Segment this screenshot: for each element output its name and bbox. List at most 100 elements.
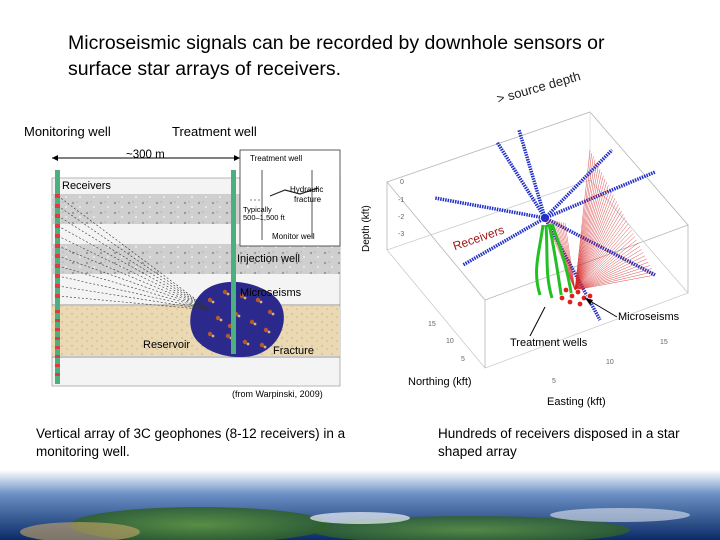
receiver-marker bbox=[55, 224, 60, 228]
microseism-point bbox=[586, 292, 594, 300]
microseism-points bbox=[558, 286, 594, 308]
ray-line bbox=[574, 178, 606, 291]
ray-path bbox=[57, 235, 211, 311]
microseism-point bbox=[558, 294, 566, 302]
microseism-event bbox=[207, 331, 213, 337]
microseism-event bbox=[226, 292, 230, 296]
ray-paths bbox=[57, 195, 211, 311]
microseism-event bbox=[242, 339, 248, 345]
ray-line bbox=[574, 204, 619, 291]
microseism-event bbox=[263, 327, 269, 333]
ray-line bbox=[574, 255, 646, 291]
ray-path bbox=[57, 225, 211, 311]
inset-hydraulic: Hydraulic bbox=[290, 185, 324, 194]
depth-axis-label: Depth (kft) bbox=[361, 205, 372, 252]
ray-line bbox=[574, 258, 647, 291]
ray-line bbox=[574, 217, 626, 291]
microseism-event bbox=[225, 333, 231, 339]
star-array bbox=[434, 129, 656, 321]
receiver-marker bbox=[55, 194, 60, 198]
receiver-marker bbox=[55, 373, 60, 376]
microseism-event bbox=[267, 330, 271, 334]
receiver-marker bbox=[55, 284, 60, 288]
star-arm bbox=[517, 129, 547, 219]
ray-line bbox=[574, 210, 622, 291]
microseism-event bbox=[271, 312, 275, 316]
ray-line bbox=[574, 236, 636, 291]
easting-tick: 5 bbox=[552, 378, 556, 385]
receiver-marker bbox=[55, 244, 60, 248]
ray-path bbox=[57, 215, 211, 311]
microseism-event bbox=[211, 334, 215, 338]
ray-line bbox=[561, 222, 576, 291]
ray-line bbox=[574, 213, 624, 291]
ray-path bbox=[57, 205, 211, 311]
ray-line bbox=[553, 220, 576, 291]
ray-path bbox=[57, 255, 211, 311]
star-arm bbox=[462, 216, 546, 267]
ray-line bbox=[559, 221, 576, 291]
receiver-marker bbox=[55, 254, 60, 258]
ray-line bbox=[555, 220, 576, 291]
ray-line bbox=[574, 172, 602, 291]
ray-line bbox=[574, 201, 617, 291]
receiver-marker bbox=[55, 264, 60, 268]
ray-line bbox=[574, 265, 651, 291]
microseisms-label-left: Microseisms bbox=[240, 287, 302, 299]
ray-line bbox=[574, 207, 621, 291]
microseism-point bbox=[562, 286, 570, 294]
injection-well-label: Injection well bbox=[237, 253, 300, 265]
microseism-point bbox=[574, 288, 582, 296]
ray-line bbox=[574, 159, 596, 291]
ray-path bbox=[57, 285, 211, 311]
northing-tick: 5 bbox=[461, 356, 465, 363]
microseism-event bbox=[253, 322, 257, 326]
credit-label: (from Warpinski, 2009) bbox=[232, 389, 323, 399]
ray-line bbox=[574, 162, 597, 291]
ray-line bbox=[574, 261, 649, 291]
depth-tick: -3 bbox=[398, 231, 405, 238]
ray-line bbox=[574, 233, 634, 291]
receiver-marker bbox=[55, 355, 60, 358]
easting-tick: 10 bbox=[606, 359, 614, 366]
star-arm bbox=[544, 216, 656, 277]
microseism-event bbox=[243, 296, 247, 300]
ray-path bbox=[57, 295, 211, 311]
microseism-event bbox=[246, 342, 250, 346]
receiver-marker bbox=[55, 214, 60, 218]
ray-line bbox=[562, 222, 576, 291]
receiver-marker bbox=[55, 234, 60, 238]
ray-line bbox=[574, 226, 631, 291]
inset-monitor-well: Monitor well bbox=[272, 232, 315, 241]
microseism-event bbox=[239, 293, 245, 299]
easting-tick: 15 bbox=[660, 339, 668, 346]
star-arm bbox=[495, 141, 547, 219]
well-trace bbox=[535, 224, 545, 296]
ray-line bbox=[564, 222, 576, 291]
microseism-cloud bbox=[190, 281, 284, 358]
star-arm bbox=[543, 148, 614, 220]
ray-line bbox=[574, 245, 641, 291]
ray-line bbox=[557, 221, 576, 291]
microseism-event bbox=[211, 300, 215, 304]
northing-tick: 15 bbox=[428, 321, 436, 328]
easting-axis-label: Easting (kft) bbox=[547, 396, 606, 408]
ray-line bbox=[574, 271, 654, 291]
ray-line bbox=[574, 185, 609, 291]
treatment-well-label: Treatment well bbox=[172, 124, 257, 139]
right-caption: Hundreds of receivers disposed in a star… bbox=[438, 426, 680, 459]
microseism-event bbox=[263, 345, 267, 349]
ray-line bbox=[574, 220, 627, 291]
ray-line bbox=[574, 191, 612, 291]
microseism-event bbox=[215, 315, 221, 321]
microseism-point bbox=[580, 294, 588, 302]
ray-line bbox=[574, 242, 639, 291]
microseisms-label-right: Microseisms bbox=[618, 311, 680, 323]
treatment-well-traces bbox=[535, 223, 574, 301]
ray-line bbox=[574, 239, 637, 291]
depth-tick: 0 bbox=[400, 179, 404, 186]
plot-box bbox=[386, 111, 689, 369]
ray-line bbox=[574, 188, 611, 291]
